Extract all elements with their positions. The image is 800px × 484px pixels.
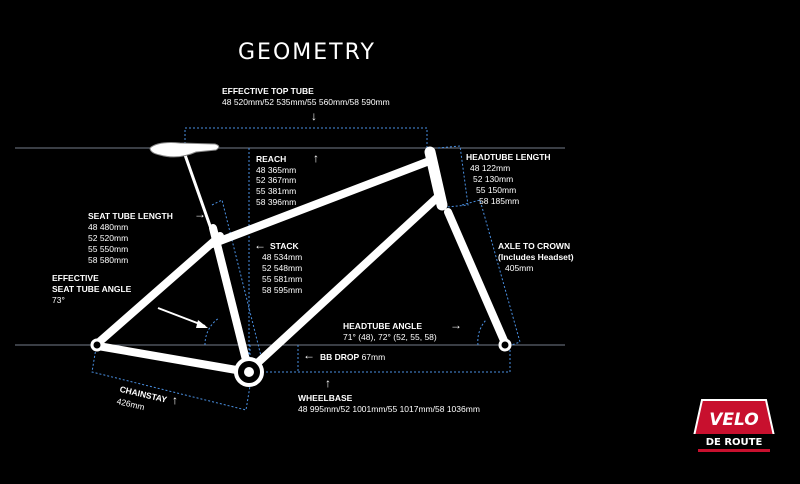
seat-stay: [94, 232, 224, 347]
reach-value-48: 48 365mm: [256, 165, 297, 175]
headtube-dimension: [437, 145, 469, 208]
reach-value-58: 58 396mm: [256, 197, 297, 207]
saddle: [149, 142, 220, 158]
bb-drop: BB DROP 67mm: [320, 352, 385, 362]
axle-to-crown-label: AXLE TO CROWN: [498, 241, 571, 251]
rear-axle: [90, 338, 104, 352]
headtube-length-label: HEADTUBE LENGTH: [466, 152, 551, 162]
up-arrow-icon: ↑: [172, 393, 178, 407]
headtube-value-52: 52 130mm: [473, 174, 514, 184]
seat-angle-label-2: SEAT TUBE ANGLE: [52, 284, 132, 294]
left-arrow-icon: ←: [254, 238, 266, 252]
axle-to-crown-value: 405mm: [505, 263, 534, 273]
seat-angle-value: 73°: [52, 295, 65, 305]
reach-value-52: 52 367mm: [256, 175, 297, 185]
velo-de-route-logo: VELO DE ROUTE: [688, 392, 780, 456]
wheelbase-label: WHEELBASE: [298, 393, 353, 403]
seat-tube-value-52: 52 520mm: [88, 233, 129, 243]
down-arrow-icon: ↓: [311, 109, 317, 123]
chain-stay: [94, 342, 252, 376]
stack-value-52: 52 548mm: [262, 263, 303, 273]
bb-drop-label: BB DROP: [320, 352, 360, 362]
top-tube-label: EFFECTIVE TOP TUBE: [222, 86, 314, 96]
bottom-bracket-core: [244, 367, 254, 377]
top-tube: [208, 156, 436, 248]
dimension-lines: [91, 127, 521, 411]
top-tube-values: 48 520mm/52 535mm/55 560mm/58 590mm: [222, 97, 390, 107]
headtube-value-55: 55 150mm: [476, 185, 517, 195]
wheelbase-dimension: [298, 345, 511, 373]
diagram-title: GEOMETRY: [238, 40, 376, 65]
front-axle: [498, 338, 512, 352]
stack-value-55: 55 581mm: [262, 274, 303, 284]
seat-tube-value-55: 55 550mm: [88, 244, 129, 254]
reach-value-55: 55 381mm: [256, 186, 297, 196]
headtube-angle-label: HEADTUBE ANGLE: [343, 321, 423, 331]
seat-angle-arc: [204, 317, 220, 346]
seat-post: [182, 150, 217, 242]
seat-tube-length-label: SEAT TUBE LENGTH: [88, 211, 173, 221]
axle-crown-dimension: [461, 199, 521, 349]
seat-tube: [209, 224, 253, 376]
headtube-angle-value: 71° (48), 72° (52, 55, 58): [343, 332, 437, 342]
svg-text:VELO: VELO: [709, 410, 758, 430]
head-angle-arc: [477, 319, 487, 346]
axle-to-crown-note: (Includes Headset): [498, 252, 574, 262]
left-arrow-icon: ←: [303, 348, 315, 362]
chainstay-dimension: [91, 347, 251, 411]
svg-text:DE ROUTE: DE ROUTE: [706, 437, 763, 448]
reach-label: REACH: [256, 154, 287, 164]
stack-label: STACK: [270, 241, 299, 251]
seat-tube-value-48: 48 480mm: [88, 222, 129, 232]
seat-angle-pointer: [157, 307, 206, 327]
headtube-value-58: 58 185mm: [479, 196, 520, 206]
up-arrow-icon: ↑: [325, 376, 331, 390]
top-tube-dimension: [184, 127, 428, 148]
frame: [94, 146, 509, 376]
fork: [444, 208, 509, 347]
headtube-value-48: 48 122mm: [470, 163, 511, 173]
logo-mark: VELO DE ROUTE: [692, 399, 776, 452]
wheelbase-values: 48 995mm/52 1001mm/55 1017mm/58 1036mm: [298, 404, 480, 414]
seat-angle-pointer-head: [196, 320, 208, 328]
down-tube: [248, 191, 444, 372]
stack-value-58: 58 595mm: [262, 285, 303, 295]
seat-angle-label-1: EFFECTIVE: [52, 273, 99, 283]
stack-value-48: 48 534mm: [262, 252, 303, 262]
up-arrow-icon: ↑: [313, 151, 319, 165]
bb-drop-value: 67mm: [361, 352, 386, 362]
right-arrow-icon: →: [450, 318, 462, 332]
seat-tube-value-58: 58 580mm: [88, 255, 129, 265]
head-tube: [424, 146, 448, 211]
right-arrow-icon: →: [194, 207, 206, 221]
